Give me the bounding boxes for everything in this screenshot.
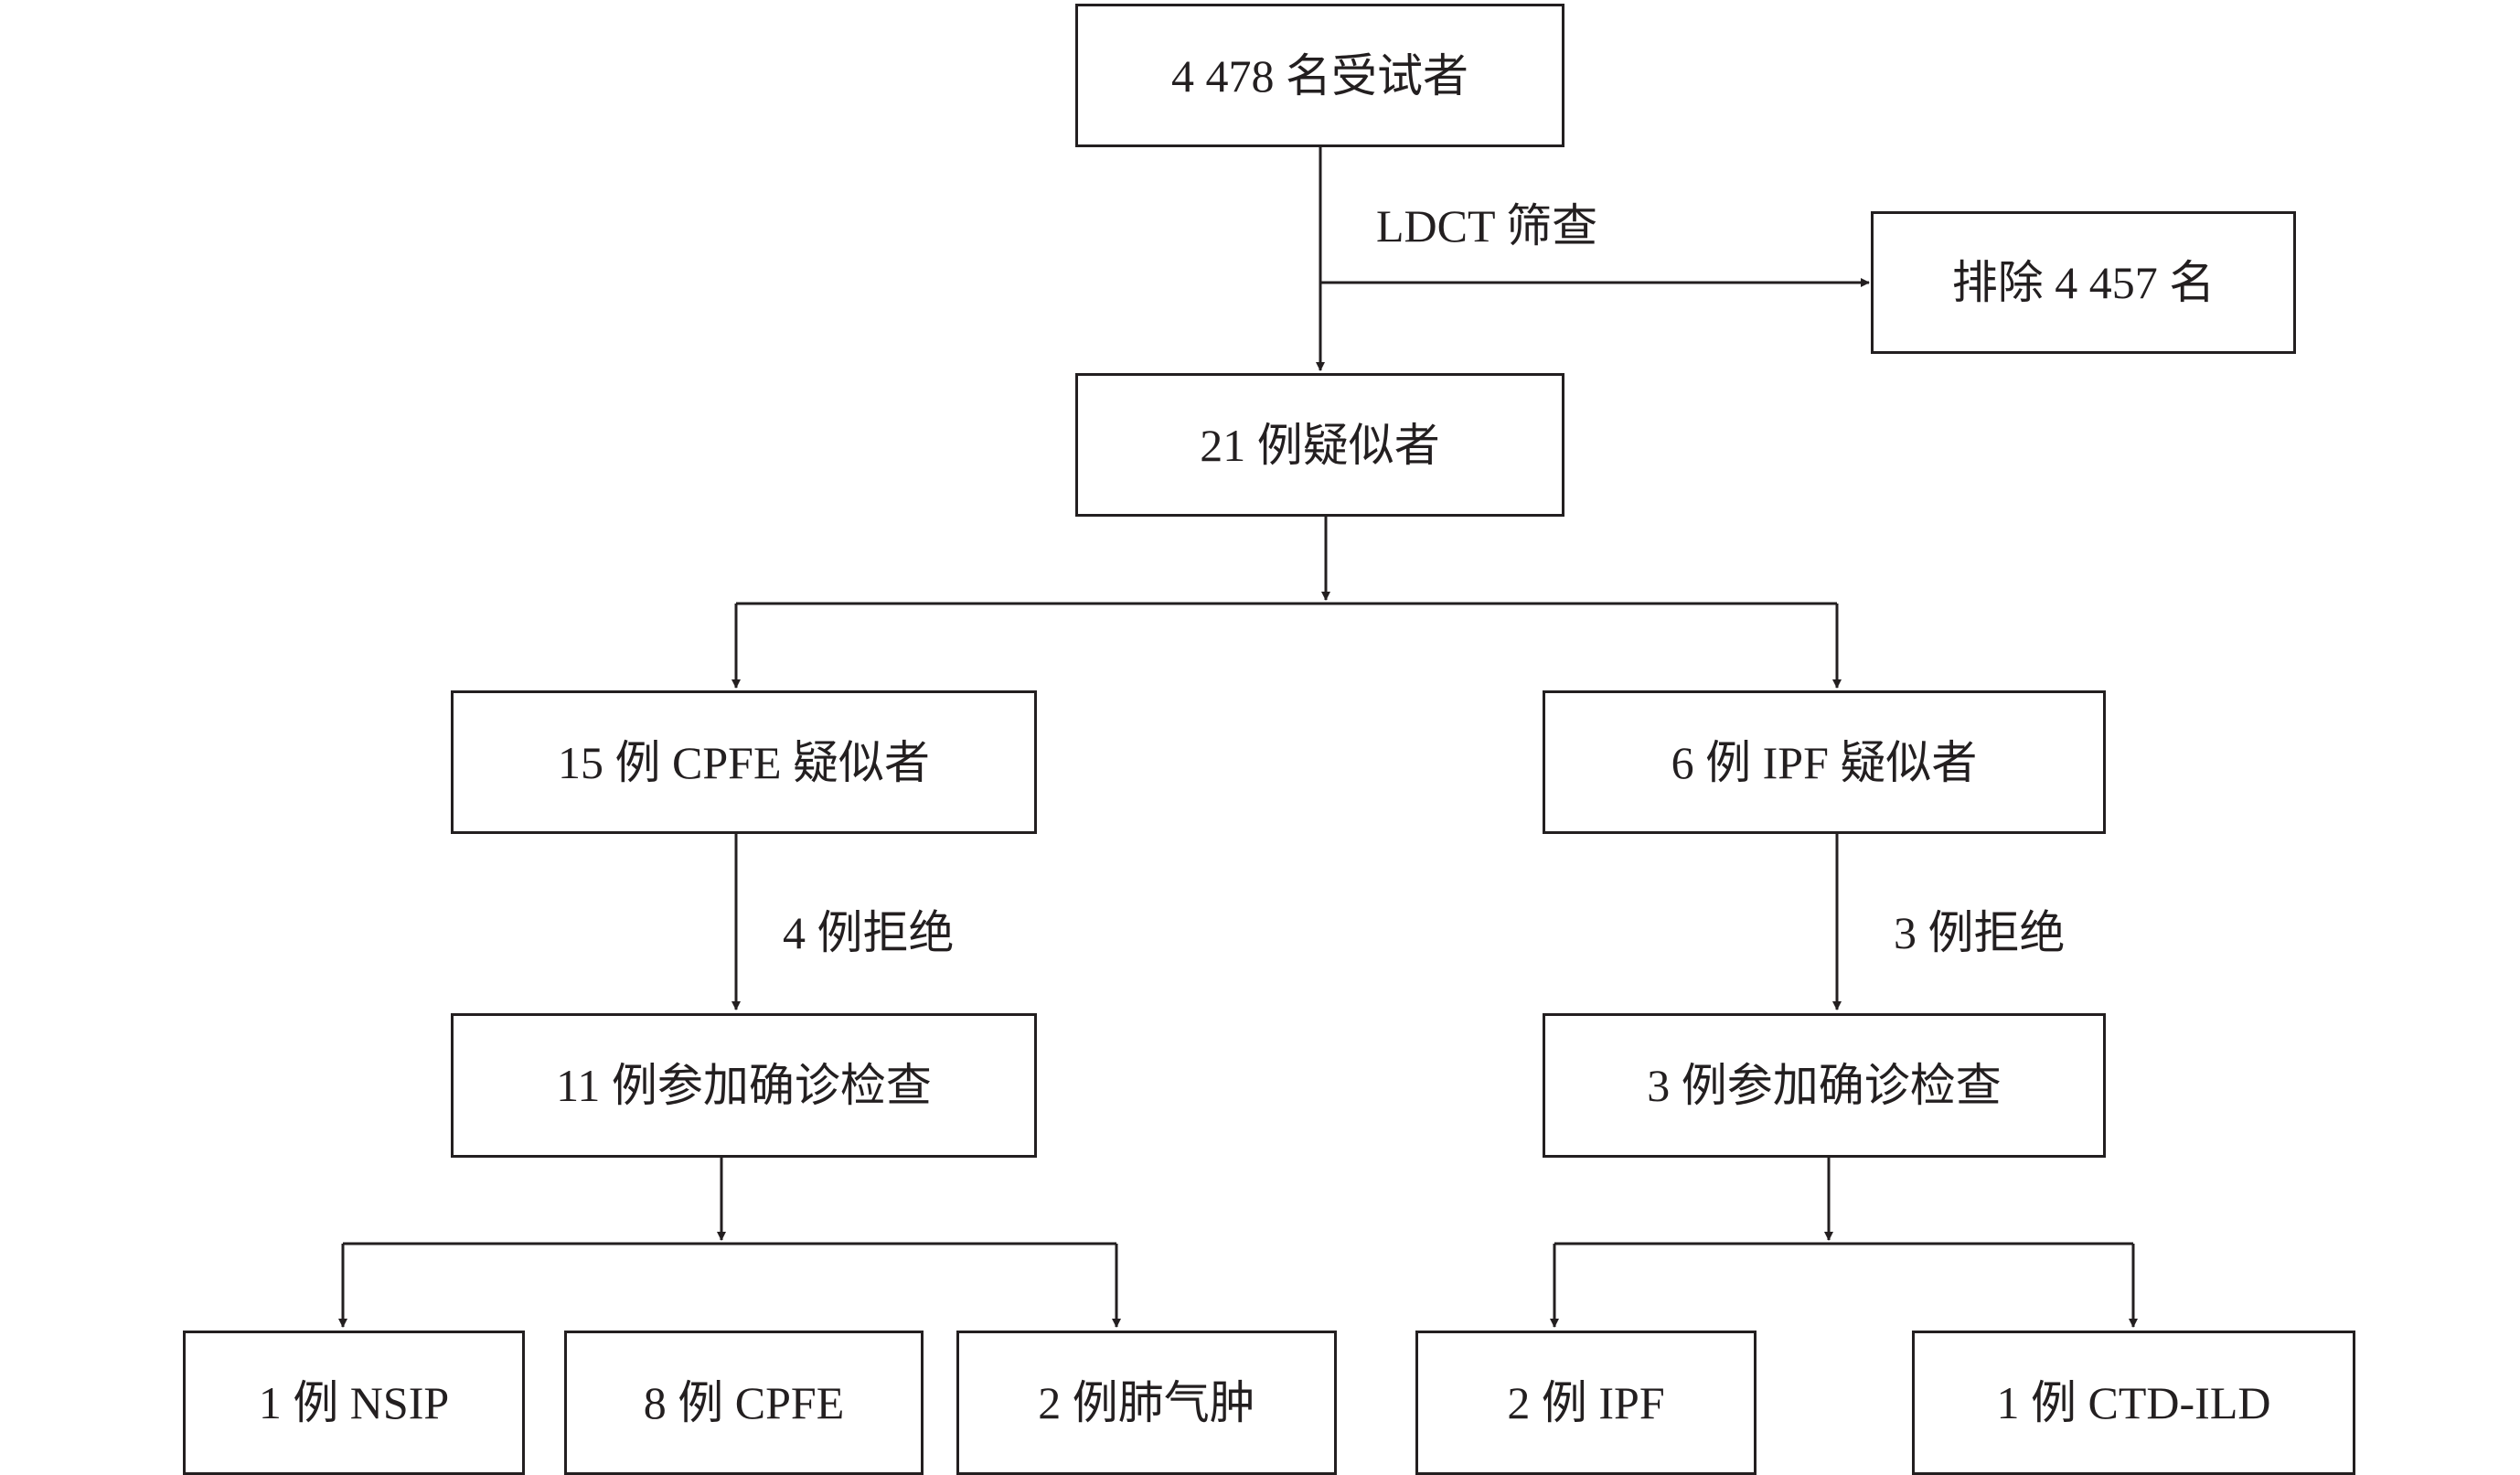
cpfe-confirmed-exam-text: 11 例参加确诊检查 [556, 1060, 932, 1111]
excluded-text: 排除 4 457 名 [1951, 257, 2216, 308]
suspected-text: 21 例疑似者 [1200, 419, 1440, 471]
box-suspected: 21 例疑似者 [1075, 373, 1564, 517]
box-cpfe-confirmed-exam: 11 例参加确诊检查 [451, 1013, 1037, 1158]
ipf-declined-label: 3 例拒绝 [1894, 907, 2066, 958]
box-outcome-cpfe: 8 例 CPFE [564, 1331, 924, 1475]
outcome-nsip-text: 1 例 NSIP [258, 1377, 450, 1428]
cpfe-declined-label: 4 例拒绝 [783, 907, 955, 958]
cpfe-suspected-text: 15 例 CPFE 疑似者 [557, 736, 930, 788]
box-outcome-ipf: 2 例 IPF [1415, 1331, 1757, 1475]
box-excluded: 排除 4 457 名 [1871, 211, 2296, 354]
box-total-subjects: 4 478 名受试者 [1075, 4, 1564, 147]
outcome-ctd-ild-text: 1 例 CTD-ILD [1996, 1377, 2271, 1428]
box-ipf-confirmed-exam: 3 例参加确诊检查 [1543, 1013, 2106, 1158]
total-subjects-text: 4 478 名受试者 [1171, 49, 1468, 102]
box-outcome-ctd-ild: 1 例 CTD-ILD [1912, 1331, 2355, 1475]
outcome-ipf-text: 2 例 IPF [1507, 1377, 1665, 1428]
ipf-suspected-text: 6 例 IPF 疑似者 [1671, 736, 1978, 788]
box-cpfe-suspected: 15 例 CPFE 疑似者 [451, 690, 1037, 834]
box-outcome-emphysema: 2 例肺气肿 [956, 1331, 1337, 1475]
box-ipf-suspected: 6 例 IPF 疑似者 [1543, 690, 2106, 834]
outcome-emphysema-text: 2 例肺气肿 [1038, 1377, 1255, 1428]
ipf-confirmed-exam-text: 3 例参加确诊检查 [1647, 1060, 2002, 1111]
outcome-cpfe-text: 8 例 CPFE [643, 1377, 845, 1428]
box-outcome-nsip: 1 例 NSIP [183, 1331, 525, 1475]
screening-label: LDCT 筛查 [1376, 200, 1598, 251]
